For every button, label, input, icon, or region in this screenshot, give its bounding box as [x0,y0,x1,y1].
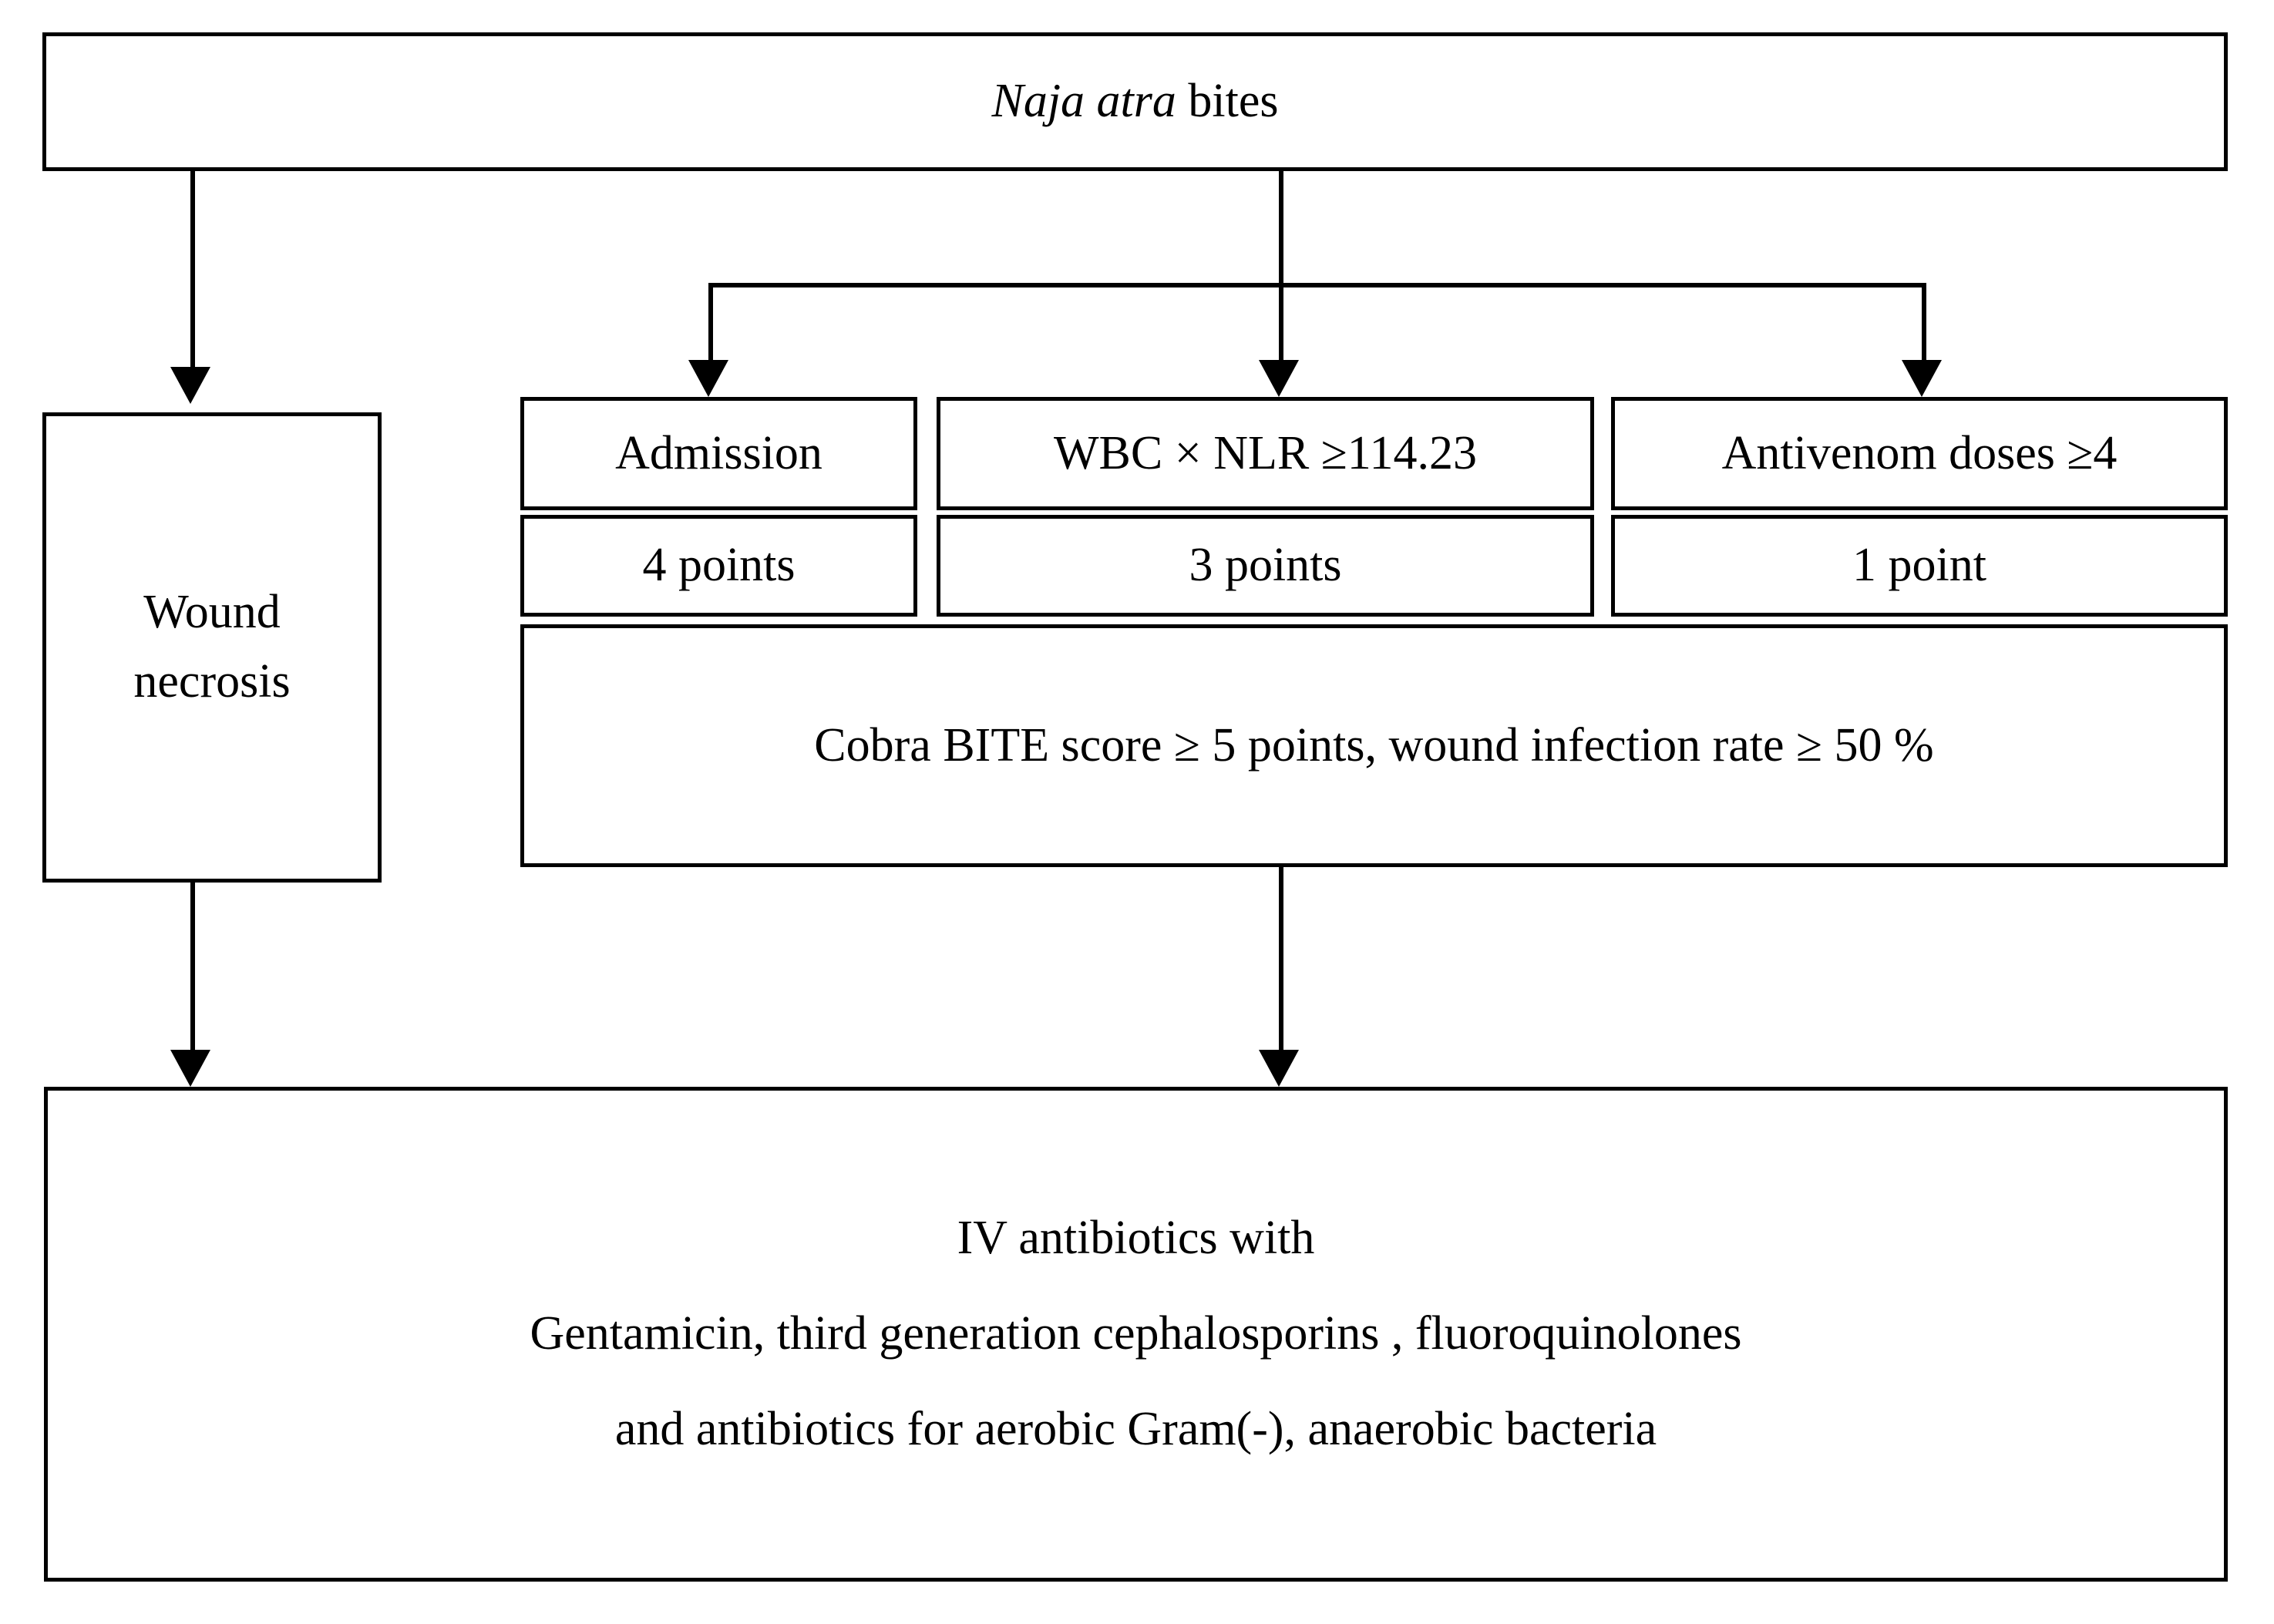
points-wbc-nlr-value: 3 points [1189,539,1342,592]
node-criterion-admission: Admission [520,397,917,510]
edge-branch-to-antivenom-stem [1922,285,1926,365]
node-root-label: Naja atra bites [991,67,1278,136]
wound-necrosis-line-2: necrosis [133,655,291,708]
arrowhead-down-icon [1259,360,1299,397]
node-points-antivenom: 1 point [1611,515,2228,617]
points-antivenom-value: 1 point [1852,539,1986,592]
edge-branch-to-wbc-nlr-stem [1279,285,1283,365]
arrowhead-down-icon [170,367,210,404]
edge-branch-to-admission-stem [708,285,713,365]
node-points-wbc-nlr: 3 points [937,515,1594,617]
node-naja-atra-bites: Naja atra bites [42,32,2228,171]
node-wound-necrosis: Wound necrosis [42,412,382,883]
wound-necrosis-line-1: Wound [143,586,281,639]
score-summary-label: Cobra BITE score ≥ 5 points, wound infec… [814,718,1934,772]
node-criterion-antivenom-doses: Antivenom doses ≥4 [1611,397,2228,510]
treatment-line-3: and antibiotics for aerobic Gram(-), ana… [614,1402,1657,1455]
treatment-line-1: IV antibiotics with [957,1212,1315,1265]
arrowhead-down-icon [170,1050,210,1087]
node-criterion-wbc-nlr: WBC × NLR ≥114.23 [937,397,1594,510]
treatment-label: IV antibiotics with Gentamicin, third ge… [530,1178,1741,1491]
node-wound-necrosis-label: Wound necrosis [133,578,290,717]
criterion-antivenom-label: Antivenom doses ≥4 [1721,426,2118,479]
edge-root-to-branch-stem [1279,171,1283,285]
arrowhead-down-icon [1902,360,1942,397]
criterion-admission-label: Admission [615,426,822,479]
edge-root-to-wound-necrosis-stem [190,171,195,367]
edge-wound-necrosis-to-treatment-stem [190,883,195,1054]
points-admission-value: 4 points [642,539,796,592]
arrowhead-down-icon [1259,1050,1299,1087]
treatment-line-2: Gentamicin, third generation cephalospor… [530,1307,1742,1360]
edge-criteria-branch-bar [708,283,1926,287]
node-root-suffix: bites [1176,75,1279,128]
node-points-admission: 4 points [520,515,917,617]
species-name-italic: Naja atra [991,75,1176,128]
arrowhead-down-icon [688,360,728,397]
criterion-wbc-nlr-label: WBC × NLR ≥114.23 [1054,426,1477,479]
edge-score-to-treatment-stem [1279,867,1283,1052]
node-cobra-bite-score-summary: Cobra BITE score ≥ 5 points, wound infec… [520,624,2228,867]
node-iv-antibiotics-treatment: IV antibiotics with Gentamicin, third ge… [44,1087,2228,1582]
